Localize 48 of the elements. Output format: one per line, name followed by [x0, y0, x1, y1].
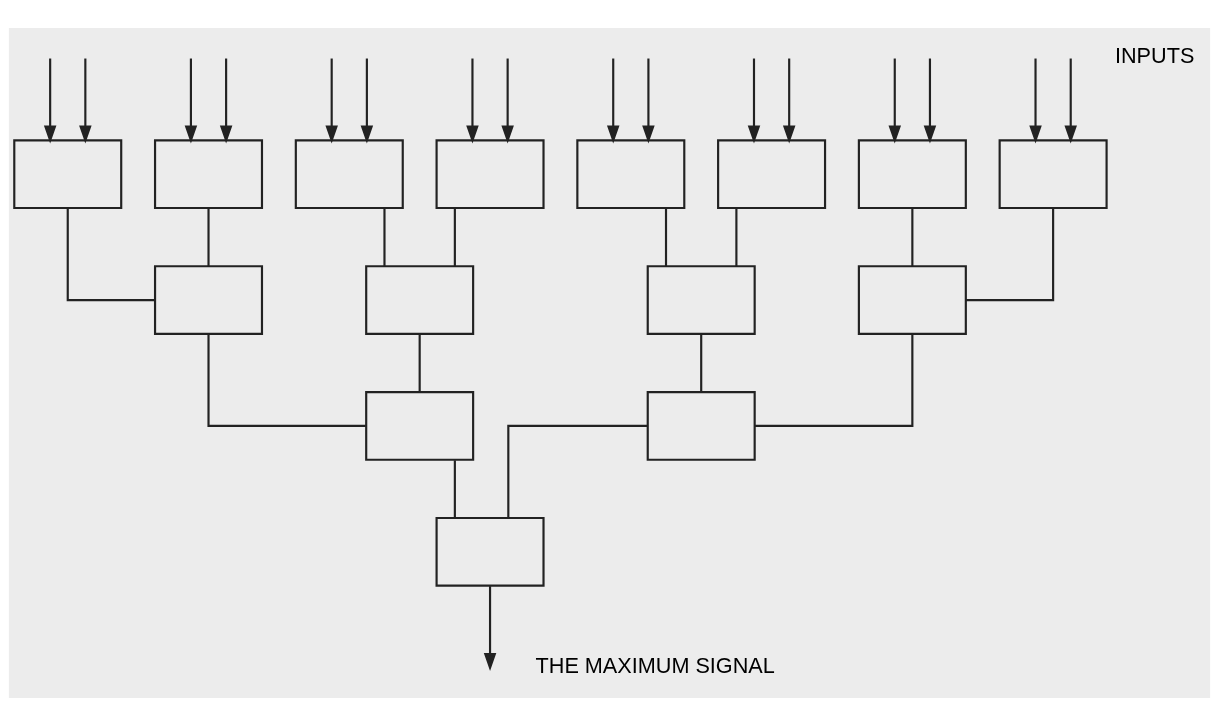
connector — [755, 333, 914, 427]
connector — [965, 208, 1055, 301]
arrow — [184, 58, 198, 143]
node-box — [13, 138, 123, 209]
arrow — [483, 585, 497, 671]
node-box — [857, 264, 967, 335]
arrow — [782, 58, 796, 143]
arrow — [923, 58, 937, 143]
label: INPUTS — [1114, 42, 1195, 68]
arrow — [1029, 58, 1042, 143]
node-box — [365, 264, 475, 335]
arrow — [642, 58, 655, 143]
connector — [207, 208, 210, 266]
connector — [911, 208, 914, 266]
arrow — [79, 58, 92, 143]
node-box — [435, 138, 545, 209]
arrow — [325, 58, 338, 143]
arrow — [43, 58, 57, 143]
node-box — [153, 138, 264, 209]
arrow — [501, 58, 514, 143]
node-box — [435, 516, 545, 587]
connector — [418, 333, 421, 392]
node-box — [646, 264, 756, 335]
connector — [453, 459, 456, 518]
node-box — [153, 264, 264, 335]
node-box — [717, 138, 827, 209]
node-box — [365, 390, 475, 461]
connector — [207, 333, 366, 427]
arrow — [606, 58, 620, 143]
connector — [664, 208, 668, 266]
arrow — [360, 58, 374, 143]
connector — [735, 208, 738, 266]
connector — [700, 333, 703, 392]
node-box — [857, 138, 967, 209]
node-box — [998, 138, 1108, 209]
label: THE MAXIMUM SIGNAL — [535, 652, 775, 678]
arrow — [747, 58, 761, 143]
arrow — [466, 58, 479, 143]
node-box — [576, 138, 686, 209]
connector — [383, 208, 386, 266]
arrow — [1064, 58, 1077, 143]
connector — [66, 208, 155, 301]
arrow — [219, 58, 233, 143]
node-box — [294, 138, 404, 209]
arrow — [888, 58, 901, 143]
connector — [453, 208, 456, 266]
node-box — [646, 390, 756, 461]
connector — [507, 424, 648, 517]
